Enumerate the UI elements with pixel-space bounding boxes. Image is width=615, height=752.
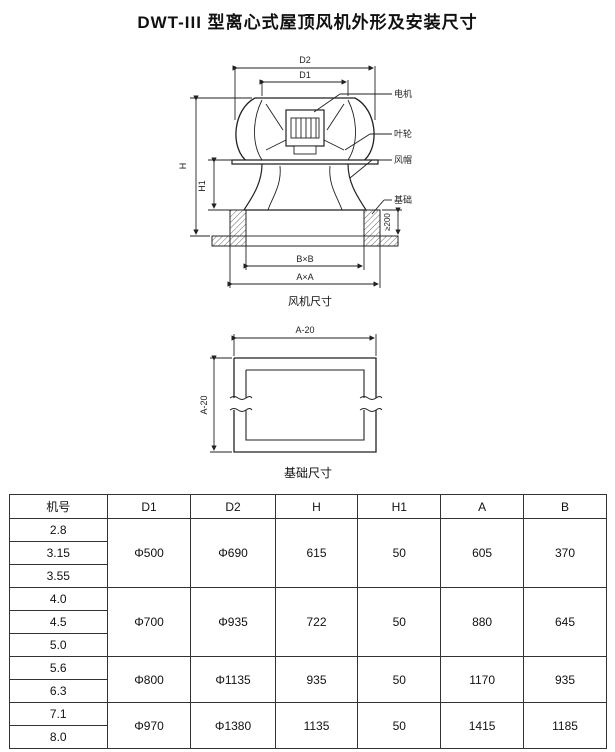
table-row: 3.15 [9,541,607,565]
bxb-dimension: B×B [243,246,365,270]
model-cell: 5.6 [9,656,108,680]
b-cell: 370 [523,518,607,588]
model-cell: 4.5 [9,610,108,634]
d2-label: D2 [299,55,311,65]
h-cell: 935 [274,656,359,703]
model-cell: 5.0 [9,633,108,657]
h1-cell: 50 [357,587,442,657]
h-cell: 615 [274,518,359,588]
label-base: 基础 [394,194,412,205]
base-curb [211,209,399,247]
label-impeller: 叶轮 [394,128,412,139]
model-cell: 3.15 [9,541,108,565]
col-header-a: A [440,494,525,519]
a-cell: 880 [440,587,525,657]
d1-dimension: D1 [259,70,349,96]
d1-cell: Φ970 [106,702,192,749]
d1-cell: Φ800 [106,656,192,703]
model-cell: 6.3 [9,679,108,703]
col-header-model: 机号 [9,494,108,519]
page-title: DWT-III 型离心式屋顶风机外形及安装尺寸 [137,13,478,32]
h1-cell: 50 [357,656,442,703]
label-motor: 电机 [394,88,412,99]
a-cell: 1170 [440,656,525,703]
table-row: 7.1 Φ970 Φ1380 1135 50 1415 1185 [9,702,607,749]
axa-dimension: A×A [227,246,381,288]
model-cell: 8.0 [9,725,108,749]
a-cell: 605 [440,518,525,588]
d2-cell: Φ1135 [190,656,276,703]
b-cell: 935 [523,656,607,703]
fan-diagram-caption: 风机尺寸 [288,296,332,308]
table-header-row: 机号 D1 D2 H H1 A B [9,494,607,519]
col-header-d2: D2 [190,494,276,519]
motor [285,109,325,155]
model-cell: 3.55 [9,564,108,588]
d1-cell: Φ700 [106,587,192,657]
d2-dimension: D2 [232,55,376,120]
model-cell: 7.1 [9,702,108,726]
b-cell: 645 [523,587,607,657]
part-leaders: 电机 叶轮 风帽 基础 [313,88,412,215]
b-cell: 1185 [523,702,607,749]
table-row: 3.55 [9,564,607,588]
col-header-h1: H1 [357,494,442,519]
impeller [231,159,379,165]
axa-label: A×A [296,272,313,282]
d2-cell: Φ935 [190,587,276,657]
table-row: 2.8 Φ500 Φ690 615 50 605 370 [9,518,607,588]
table-row: 5.0 [9,633,607,657]
table-row: 8.0 [9,725,607,749]
dimension-table: 机号 D1 D2 H H1 A B 2.8 Φ500 Φ690 615 50 6… [9,494,607,749]
table-row: 4.0 Φ700 Φ935 722 50 880 645 [9,587,607,657]
col-header-b: B [523,494,607,519]
label-hood: 风帽 [394,154,412,165]
d2-cell: Φ690 [190,518,276,588]
base-top-dim-label: A-20 [295,325,314,335]
fan-dimension-drawing: D2 D1 [178,55,412,453]
h1-cell: 50 [357,518,442,588]
table-row: 5.6 Φ800 Φ1135 935 50 1170 935 [9,656,607,703]
model-cell: 2.8 [9,518,108,542]
h1-dimension: H1 [197,157,232,211]
fan-neck [242,163,368,211]
base-diagram-caption: 基础尺寸 [283,466,332,480]
h-label: H [178,163,188,170]
h-cell: 722 [274,587,359,657]
d2-cell: Φ1380 [190,702,276,749]
h-cell: 1135 [274,702,359,749]
table-row: 4.5 [9,610,607,634]
col-header-h: H [274,494,359,519]
min-200-label: ≥200 [383,213,392,231]
model-cell: 4.0 [9,587,108,611]
d1-cell: Φ500 [106,518,192,588]
col-header-d1: D1 [106,494,192,519]
d1-label: D1 [299,70,311,80]
a-cell: 1415 [440,702,525,749]
table-row: 6.3 [9,679,607,703]
bxb-label: B×B [296,254,313,264]
h1-cell: 50 [357,702,442,749]
base-plan: A-20 A-20 [199,325,383,453]
h-dimension: H [178,95,252,237]
base-side-dim-label: A-20 [199,395,209,414]
h1-label: H1 [197,180,207,192]
min-200-dimension: ≥200 [382,207,402,235]
